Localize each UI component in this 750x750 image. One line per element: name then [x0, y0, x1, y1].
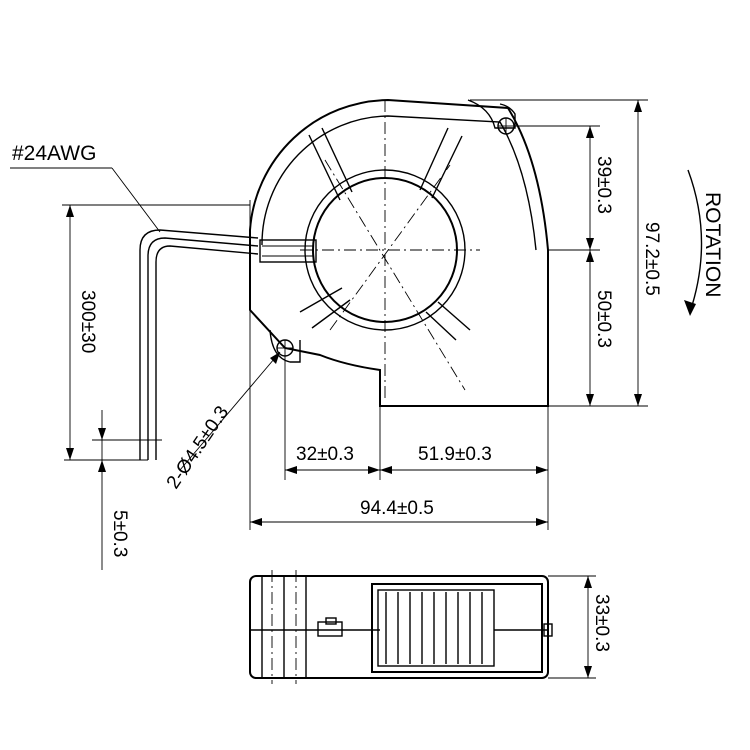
spoke	[431, 135, 463, 199]
thickness-dim: 33±0.3	[591, 594, 612, 652]
wire-gauge-label: #24AWG	[12, 142, 96, 165]
dim-wire-length: 300±30	[62, 204, 250, 461]
dim-horizontal: 32±0.3 51.9±0.3 94.4±0.5	[249, 200, 549, 530]
dim-strip-length: 5±0.3	[92, 410, 140, 570]
left-width-dim: 32±0.3	[296, 444, 354, 465]
side-fins	[385, 592, 483, 664]
wire-channel	[259, 239, 317, 263]
housing-outline	[249, 98, 549, 407]
rotation-arrow-icon	[684, 300, 696, 316]
total-width-dim: 94.4±0.5	[360, 498, 434, 519]
wire	[139, 229, 259, 460]
rotation-label: ROTATION	[701, 192, 724, 297]
fan-side-view: 33±0.3	[249, 570, 612, 684]
side-connector	[317, 621, 343, 637]
mounting-ear-top	[467, 99, 516, 129]
right-width-dim: 51.9±0.3	[418, 444, 492, 465]
spoke	[437, 301, 471, 331]
center-line-diag	[324, 159, 466, 391]
lead-wires	[134, 229, 259, 460]
center-line-diag	[329, 164, 451, 331]
fan-front-view	[249, 98, 549, 407]
wire	[155, 245, 259, 460]
wire-length-dim: 300±30	[77, 290, 98, 353]
rotation-indicator: ROTATION	[684, 169, 724, 316]
dim-hole-diameter: 2-Ø4.5±0.3	[163, 351, 281, 493]
wire	[147, 237, 259, 460]
spoke	[321, 127, 353, 193]
rotation-arc-icon	[687, 169, 703, 313]
top-height-dim: 39±0.3	[593, 156, 614, 214]
bottom-height-dim: 50±0.3	[593, 290, 614, 348]
spoke	[299, 287, 343, 313]
total-height-dim: 97.2±0.5	[641, 222, 662, 296]
spoke	[425, 311, 457, 341]
dim-vertical-right: 39±0.3 50±0.3 97.2±0.5	[470, 99, 662, 407]
side-outlet	[371, 583, 543, 673]
spoke	[308, 134, 341, 201]
side-body	[249, 575, 549, 679]
strip-length-dim: 5±0.3	[109, 510, 130, 557]
housing-inner	[261, 115, 537, 251]
hole-diameter-dim: 2-Ø4.5±0.3	[163, 402, 233, 492]
spoke	[311, 299, 351, 329]
spoke	[419, 127, 449, 191]
wire-gauge-callout: #24AWG	[10, 142, 161, 233]
